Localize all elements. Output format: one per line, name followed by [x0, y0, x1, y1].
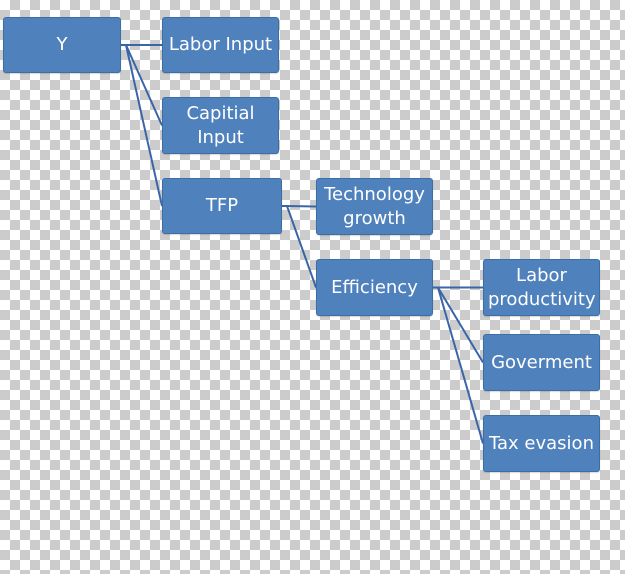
node-y-label: Y	[56, 34, 68, 55]
node-labor-productivity-label: Labor productivity	[488, 264, 596, 310]
node-capital-input-label: Capitial Input	[186, 102, 255, 148]
connector-tfp-to-efficiency	[282, 205, 317, 288]
connector-efficiency-to-tax_evasion	[433, 286, 484, 444]
connector-y-to-tfp	[121, 44, 163, 207]
node-labor-input: Labor Input	[162, 17, 279, 73]
node-y: Y	[3, 17, 121, 73]
connector-efficiency-to-government	[433, 286, 484, 364]
node-efficiency: Efficiency	[316, 259, 433, 316]
node-tfp: TFP	[162, 178, 282, 234]
node-tax-evasion: Tax evasion	[483, 415, 600, 472]
node-efficiency-label: Efficiency	[331, 276, 418, 298]
node-technology-growth-label: Technology growth	[324, 183, 425, 229]
node-capital-input: Capitial Input	[162, 97, 279, 154]
node-tax-evasion-label: Tax evasion	[489, 432, 594, 454]
connector-tfp-to-technology_growth	[282, 205, 317, 208]
node-technology-growth: Technology growth	[316, 178, 433, 235]
node-government-label: Goverment	[491, 351, 592, 373]
node-labor-input-label: Labor Input	[168, 34, 273, 55]
node-government: Goverment	[483, 334, 600, 391]
connector-y-to-capital_input	[121, 44, 163, 126]
node-labor-productivity: Labor productivity	[483, 259, 600, 316]
node-tfp-label: TFP	[205, 195, 239, 216]
